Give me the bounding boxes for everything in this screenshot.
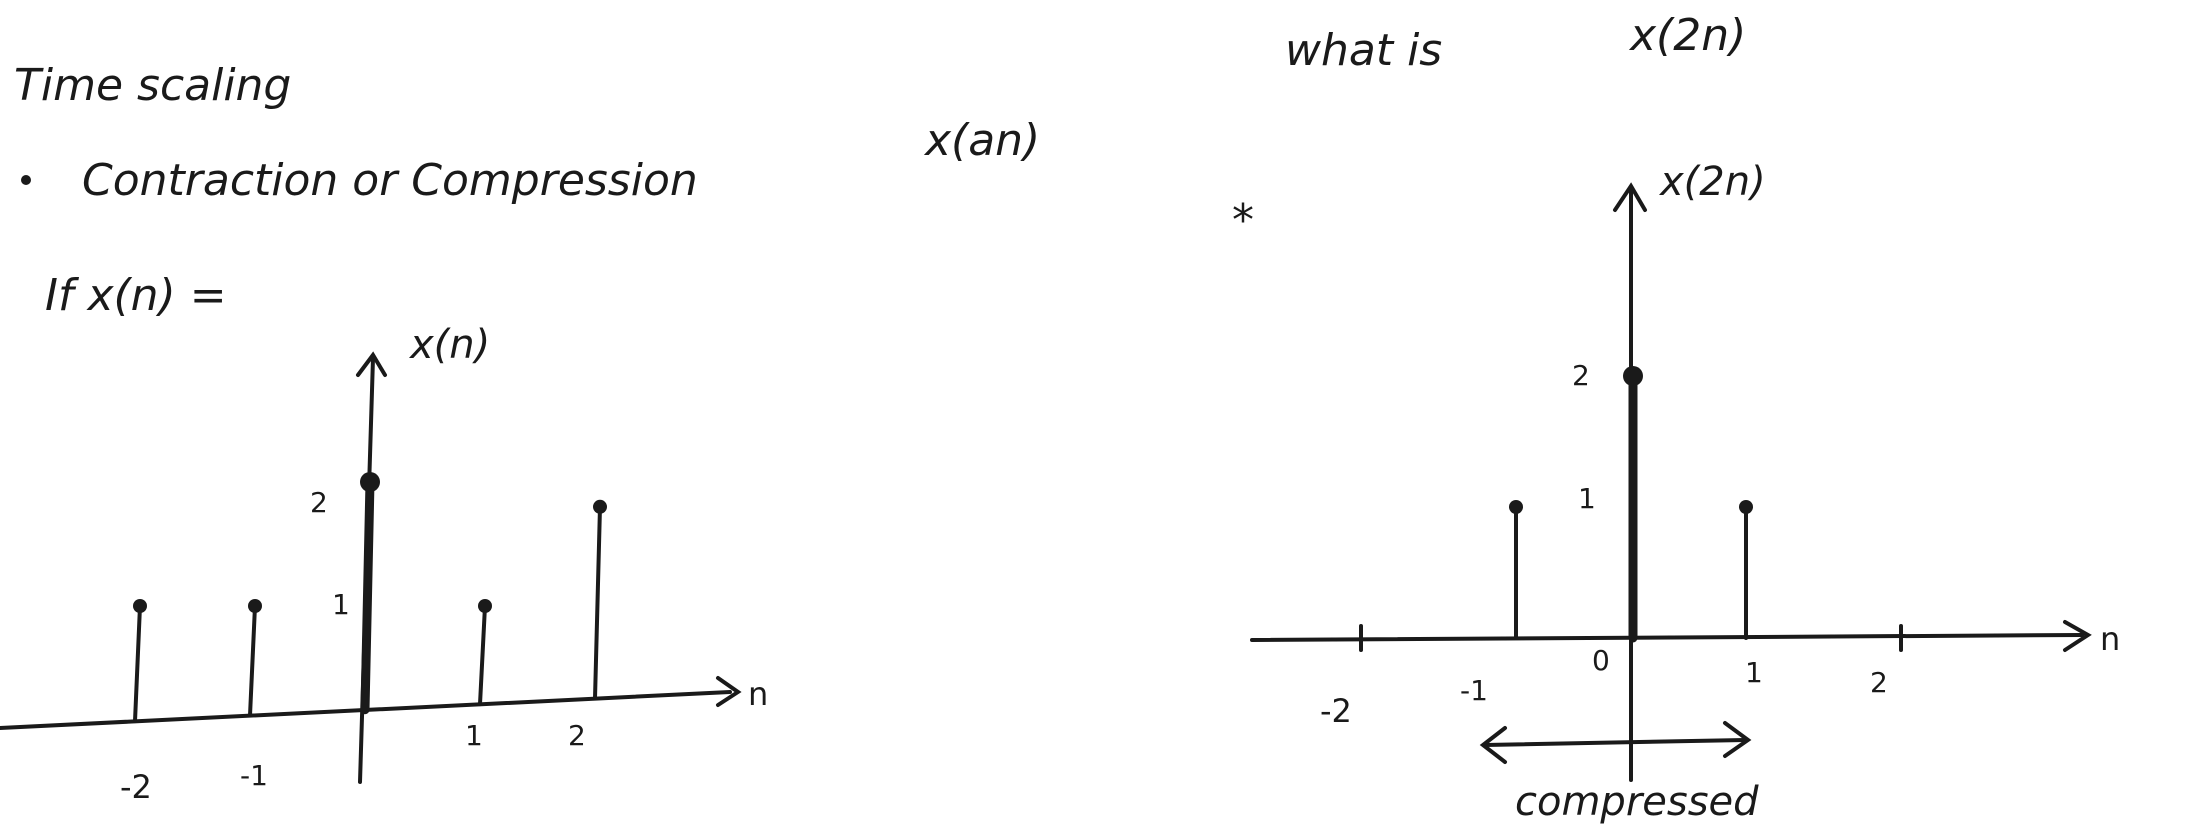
left-stem-tip-n-1	[248, 599, 262, 613]
left-tick-1: 1	[465, 719, 483, 752]
condition-text: If x(n) =	[45, 270, 227, 321]
right-x-tickmarks	[1359, 624, 1903, 652]
right-y-arrowhead	[1613, 182, 1647, 212]
right-stem-tip-n0	[1623, 366, 1643, 386]
left-x-arrowhead	[716, 676, 742, 707]
right-tick-1: 1	[1745, 656, 1763, 689]
left-tick-2: 2	[568, 719, 586, 752]
right-stem-plot: x(2n) n -2 -1 0 1 2 2 1 compressed	[1250, 159, 2120, 825]
left-tick-neg1: -1	[240, 759, 268, 792]
left-stem-n2	[593, 504, 602, 701]
left-y-label: x(n)	[408, 322, 490, 368]
left-stem-tip-n1	[478, 599, 492, 613]
left-stem-tip-n0	[360, 472, 380, 492]
right-stem-tip-n-1	[1509, 500, 1523, 514]
title-time-scaling: Time scaling	[14, 60, 291, 111]
left-stem-tip-n2	[593, 499, 607, 514]
left-stem-n-2	[133, 604, 142, 724]
left-stem-n-1	[248, 604, 257, 718]
right-stems-group	[1509, 366, 1753, 643]
right-stem-tip-n1	[1739, 500, 1753, 514]
left-tick-neg2: -2	[120, 768, 152, 806]
right-x-label: n	[2100, 620, 2120, 658]
right-x-arrowhead	[2063, 620, 2092, 652]
bullet-expression: x(an)	[923, 115, 1040, 166]
left-stem-n1	[478, 604, 487, 707]
left-stem-plot: x(n) n -2 -1 1 2 2 1	[0, 322, 768, 806]
compressed-label: compressed	[1515, 779, 1759, 825]
right-tick-2: 2	[1870, 666, 1888, 699]
compressed-arrow-left-head	[1479, 726, 1507, 764]
compressed-arrow-right-head	[1723, 721, 1752, 758]
question-prefix: what is	[1285, 25, 1442, 76]
right-y-label: x(2n)	[1658, 159, 1766, 205]
right-ytick-1: 1	[1578, 482, 1596, 515]
asterisk-mark: *	[1232, 195, 1254, 246]
left-stem-n0	[360, 477, 375, 715]
left-stems-group	[133, 472, 607, 724]
right-ytick-2: 2	[1572, 359, 1590, 392]
right-tick-0: 0	[1592, 644, 1610, 677]
left-ytick-1: 1	[332, 588, 350, 621]
right-tick-neg1: -1	[1460, 674, 1488, 707]
bullet-dot	[21, 175, 31, 185]
left-y-arrowhead	[356, 351, 387, 377]
left-stem-tip-n-2	[133, 599, 147, 613]
left-x-label: n	[748, 675, 768, 713]
compressed-arrow-line	[1483, 738, 1747, 747]
left-ytick-2: 2	[310, 486, 328, 519]
bullet-contraction: Contraction or Compression	[82, 155, 698, 206]
right-tick-neg2: -2	[1320, 692, 1352, 730]
right-x-axis	[1250, 633, 2084, 642]
question-expression: x(2n)	[1628, 10, 1746, 61]
